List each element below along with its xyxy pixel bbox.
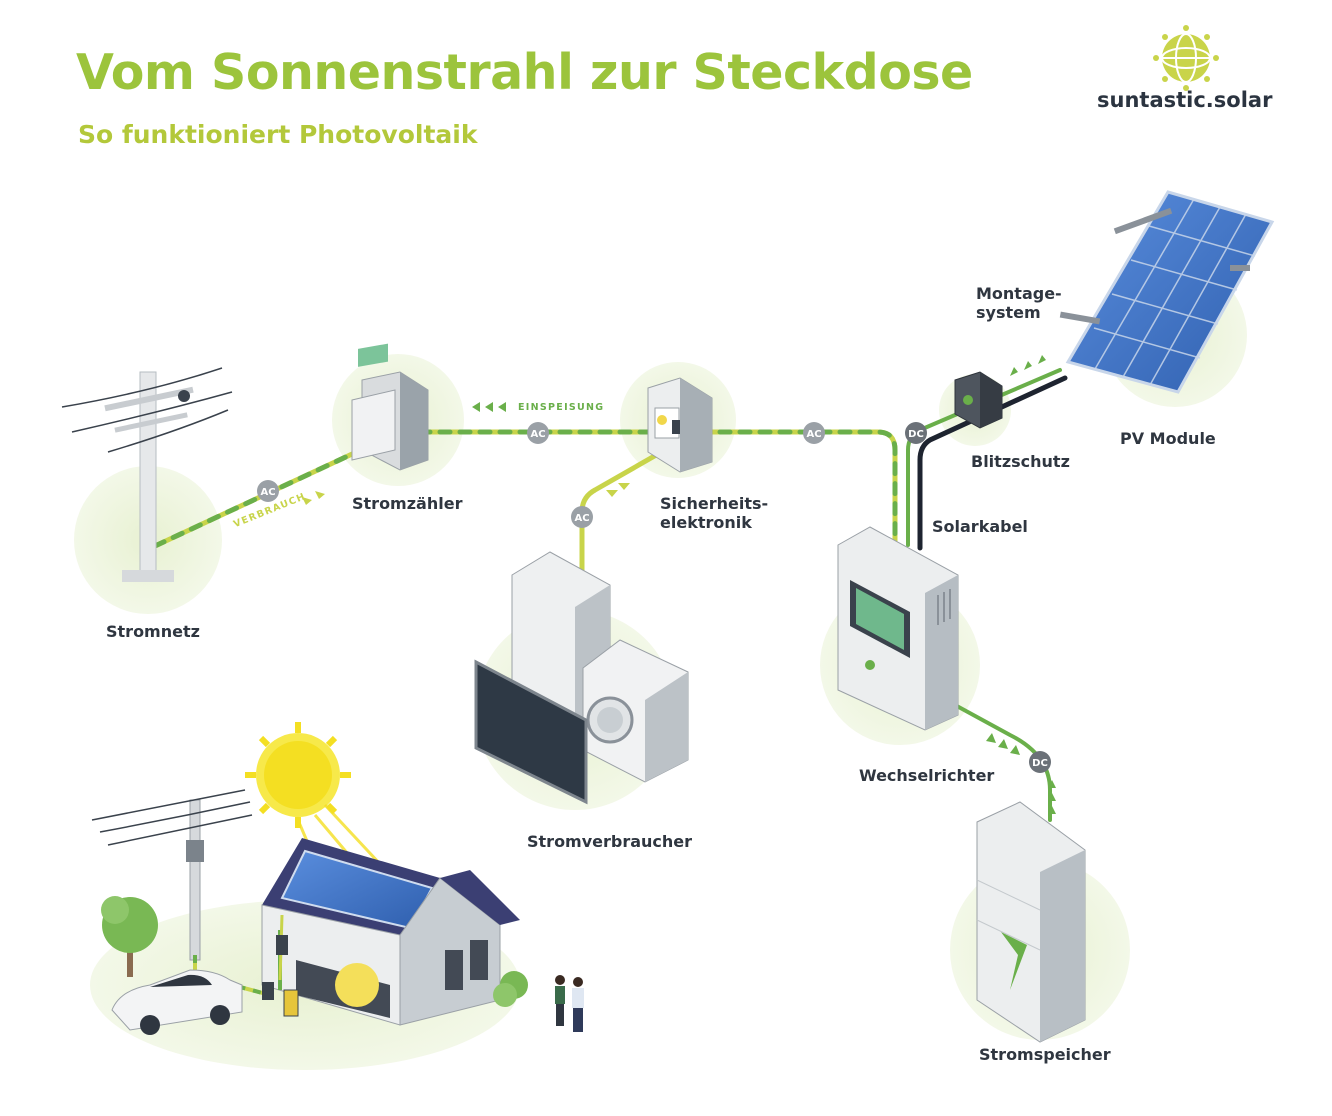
- label-montage-line2: system: [976, 303, 1041, 322]
- verbrauch-arrows: [302, 491, 325, 505]
- ac-badge: [527, 422, 549, 444]
- ac-badge-text: AC: [260, 487, 275, 498]
- label-sicherheit-line1: Sicherheits-: [660, 494, 769, 513]
- flow-arrows: [302, 355, 1056, 814]
- ac-badge-text: AC: [530, 429, 545, 440]
- label-solarkabel: Solarkabel: [932, 517, 1028, 536]
- meter-icon: [351, 343, 429, 471]
- bush-icon: [493, 971, 528, 1007]
- dc-badge-text: DC: [1032, 758, 1048, 769]
- pv-arrows: [1010, 355, 1046, 376]
- tree-icon: [101, 896, 158, 977]
- sun-globe-icon: [1153, 25, 1219, 91]
- car-icon: [111, 969, 243, 1035]
- page-subtitle: So funktioniert Photovoltaik: [78, 120, 478, 149]
- page-title: Vom Sonnenstrahl zur Steckdose: [76, 44, 973, 101]
- battery-arrows-left: [986, 733, 1020, 755]
- fuse-box-icon: [647, 377, 713, 473]
- lightning-protection-icon: [954, 371, 1003, 429]
- sun-icon: [245, 722, 397, 896]
- einspeisung-arrows: [472, 402, 506, 412]
- power-pole-icon: [61, 367, 233, 582]
- dc-badge: [905, 422, 927, 444]
- ac-badge-text: AC: [806, 429, 821, 440]
- battery-arrows-down: [1048, 780, 1056, 814]
- einspeisung-label: EINSPEISUNG: [518, 402, 605, 413]
- label-stromspeicher: Stromspeicher: [979, 1045, 1111, 1064]
- consumer-arrows: [606, 483, 630, 497]
- bird-icon: [178, 390, 190, 402]
- label-stromnetz: Stromnetz: [106, 622, 200, 641]
- label-stromzaehler: Stromzähler: [352, 494, 463, 513]
- battery-storage-icon: [976, 801, 1086, 1043]
- ac-badge-text: AC: [574, 513, 589, 524]
- label-sicherheit-line2: elektronik: [660, 513, 752, 532]
- brand-name: suntastic.solar: [1097, 88, 1273, 112]
- label-montage-line1: Montage-: [976, 284, 1062, 303]
- label-wechselrichter: Wechselrichter: [859, 766, 995, 785]
- people-icon: [555, 975, 584, 1032]
- dc-badge-text: DC: [908, 429, 924, 440]
- ac-badge: [571, 506, 593, 528]
- house-icon: [261, 838, 520, 1026]
- ac-badge: [257, 480, 279, 502]
- pv-module-icon: [1059, 190, 1275, 394]
- label-pv-module: PV Module: [1120, 429, 1216, 448]
- appliances-icon: [474, 551, 689, 805]
- label-blitzschutz: Blitzschutz: [971, 452, 1070, 471]
- ac-badge: [803, 422, 825, 444]
- dc-badge: [1029, 751, 1051, 773]
- badges: AC AC AC AC DC DC: [257, 422, 1051, 773]
- inverter-icon: [837, 526, 959, 731]
- label-stromverbraucher: Stromverbraucher: [527, 832, 693, 851]
